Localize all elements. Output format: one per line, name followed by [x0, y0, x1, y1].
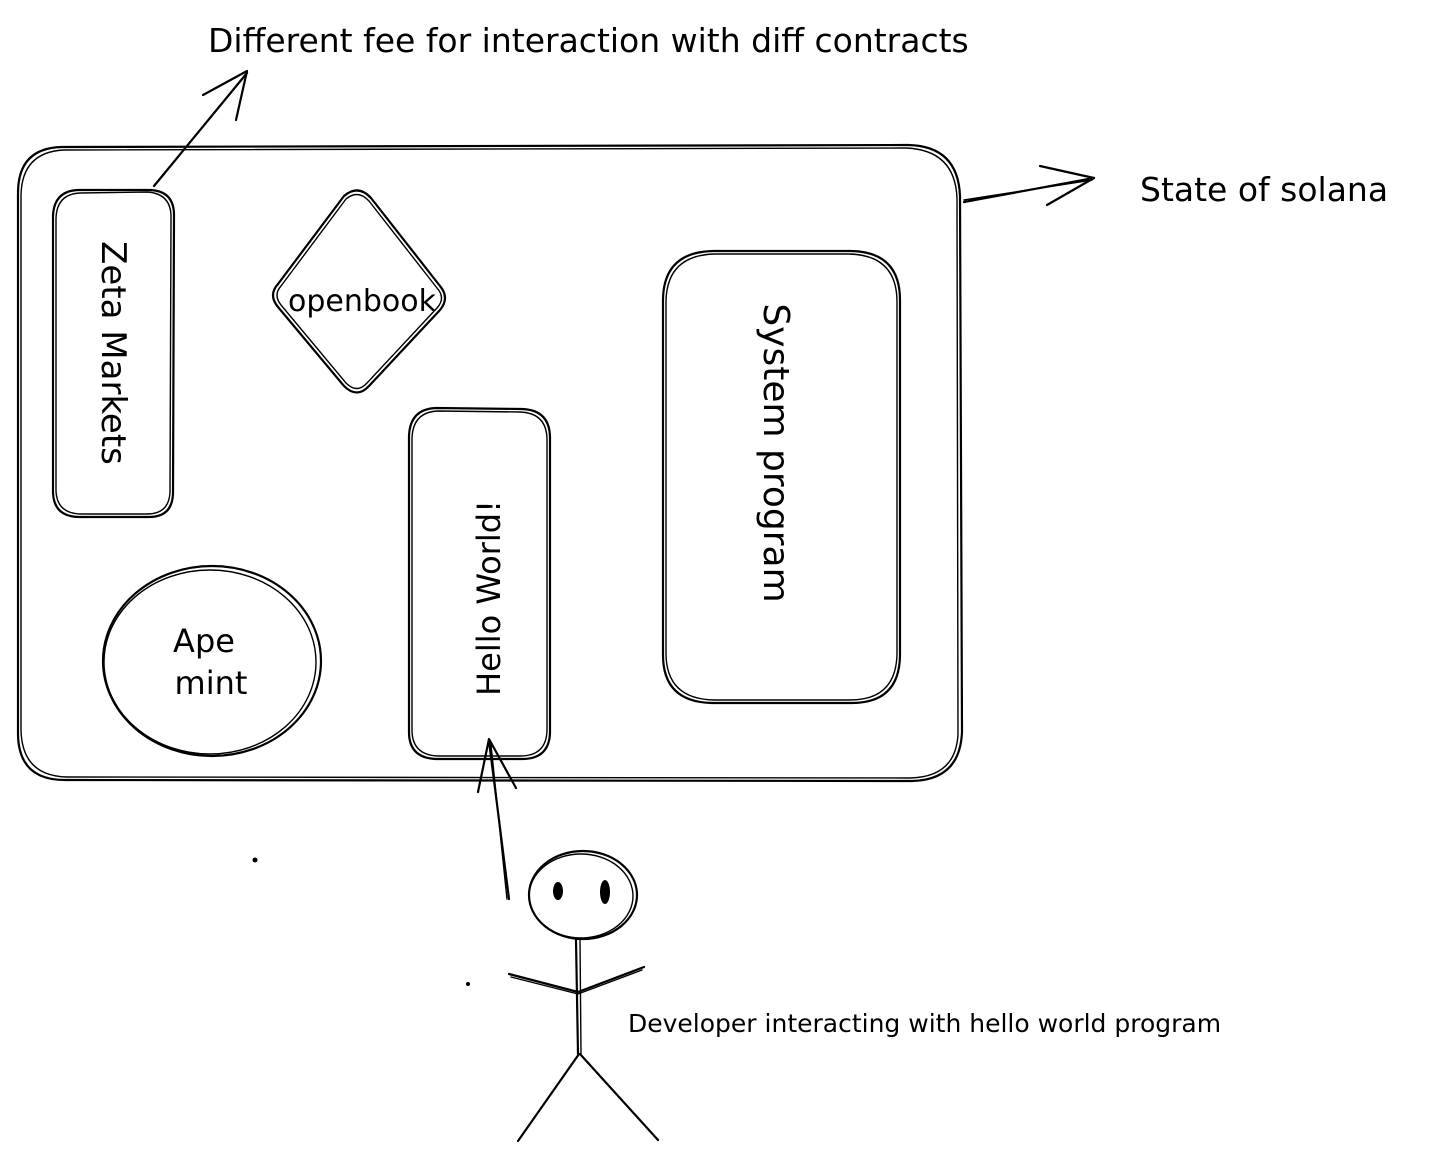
developer-figure	[507, 849, 660, 1143]
developer-note: Developer interacting with hello world p…	[628, 1009, 1221, 1038]
openbook-label: openbook	[288, 284, 437, 319]
state-label: State of solana	[1140, 170, 1388, 209]
top-note: Different fee for interaction with diff …	[208, 21, 969, 60]
hello-world-box: Hello World!	[407, 406, 552, 761]
hello-world-label: Hello World!	[470, 500, 508, 696]
zeta-markets-label: Zeta Markets	[93, 241, 133, 465]
ape-mint-label-line1: Ape	[173, 622, 235, 660]
developer-eye-right	[600, 880, 610, 904]
stray-dot	[252, 857, 258, 863]
ape-mint-label-line2: mint	[175, 664, 248, 702]
developer-arrow	[476, 737, 518, 901]
state-arrow	[962, 164, 1096, 207]
stray-dot	[466, 982, 470, 986]
ape-mint-circle: Ape mint	[101, 564, 323, 758]
system-program-label: System program	[755, 303, 796, 602]
fee-arrow	[152, 69, 249, 188]
system-program-box: System program	[661, 249, 902, 705]
solana-state-box	[16, 143, 964, 783]
zeta-markets-box: Zeta Markets	[51, 188, 176, 519]
openbook-diamond: openbook	[271, 189, 447, 394]
developer-eye-left	[553, 882, 563, 900]
